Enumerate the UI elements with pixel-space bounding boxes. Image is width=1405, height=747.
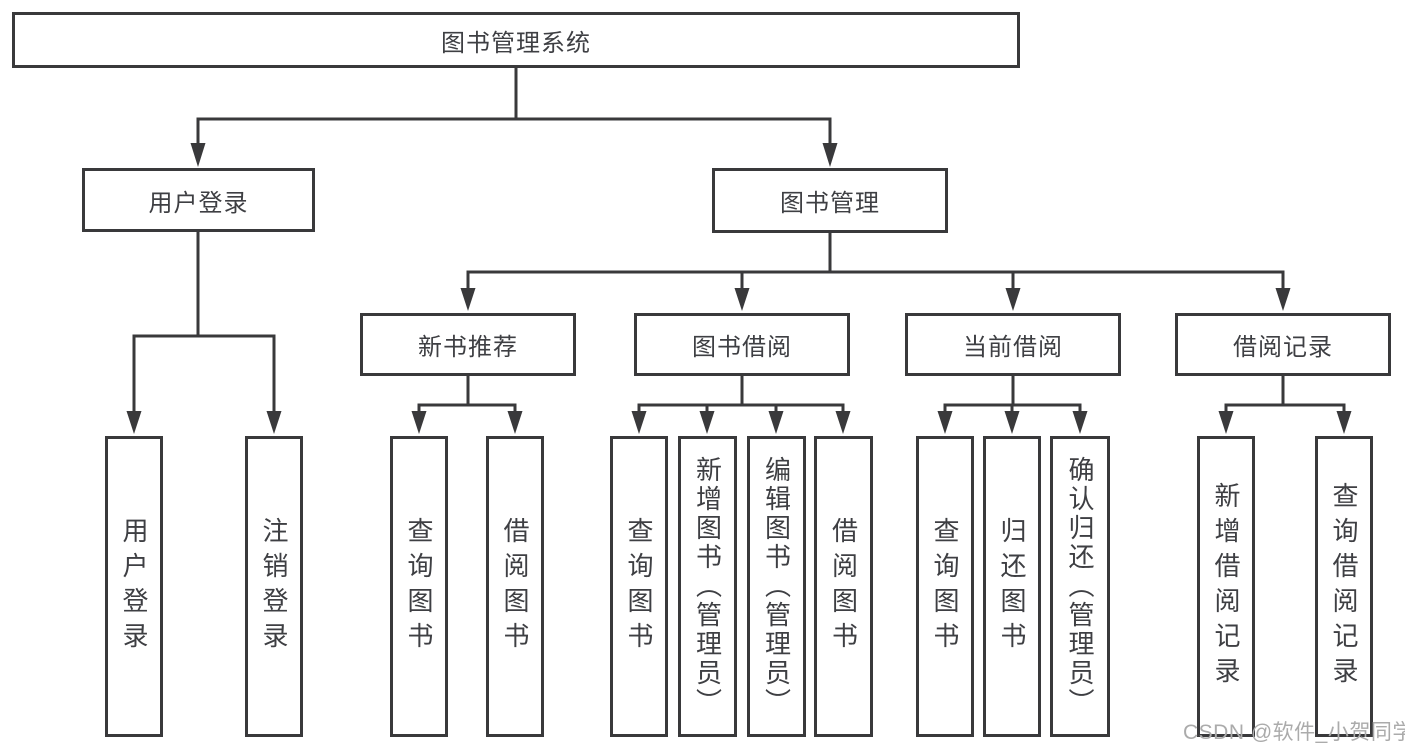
leaf-query-borrow-record: 查询借阅记录 (1315, 436, 1373, 737)
leaf-return-books: 归还图书 (983, 436, 1041, 737)
node-book-borrowing-label: 图书借阅 (692, 334, 792, 361)
leaf-borrow-books-recommend-label: 借阅图书 (500, 516, 530, 657)
leaf-confirm-return-admin-label: 确认归还（管理员） (1065, 456, 1095, 717)
leaf-query-books-recommend: 查询图书 (390, 436, 448, 737)
node-book-management: 图书管理 (712, 168, 948, 233)
leaf-logout: 注销登录 (245, 436, 303, 737)
leaf-borrow-books-borrowing-label: 借阅图书 (828, 516, 859, 657)
leaf-query-borrow-record-label: 查询借阅记录 (1329, 481, 1359, 692)
leaf-query-books-current-label: 查询图书 (930, 516, 960, 657)
leaf-return-books-label: 归还图书 (997, 516, 1027, 657)
leaf-edit-books-admin-label: 编辑图书（管理员） (761, 456, 792, 717)
node-current-borrowing-label: 当前借阅 (963, 334, 1063, 361)
node-new-book-recommendation-label: 新书推荐 (418, 334, 518, 361)
leaf-user-login: 用户登录 (105, 436, 163, 737)
leaf-query-books-recommend-label: 查询图书 (404, 516, 434, 657)
node-current-borrowing: 当前借阅 (905, 313, 1121, 376)
node-borrowing-records: 借阅记录 (1175, 313, 1391, 376)
leaf-borrow-books-borrowing: 借阅图书 (814, 436, 873, 737)
leaf-borrow-books-recommend: 借阅图书 (486, 436, 544, 737)
node-book-management-label: 图书管理 (780, 190, 880, 217)
leaf-add-books-admin: 新增图书（管理员） (678, 436, 737, 737)
arrowheads (126, 143, 1352, 434)
node-book-borrowing: 图书借阅 (634, 313, 850, 376)
leaf-edit-books-admin: 编辑图书（管理员） (747, 436, 806, 737)
node-root: 图书管理系统 (12, 12, 1020, 68)
leaf-logout-label: 注销登录 (259, 516, 289, 657)
leaf-add-books-admin-label: 新增图书（管理员） (692, 456, 723, 717)
node-new-book-recommendation: 新书推荐 (360, 313, 576, 376)
node-user-login: 用户登录 (82, 168, 315, 232)
leaf-query-books-borrowing: 查询图书 (610, 436, 668, 737)
watermark: CSDN @软件_小贺同学 (1183, 721, 1405, 744)
node-borrowing-records-label: 借阅记录 (1233, 334, 1333, 361)
leaf-confirm-return-admin: 确认归还（管理员） (1050, 436, 1110, 737)
leaf-query-books-current: 查询图书 (916, 436, 974, 737)
node-user-login-label: 用户登录 (148, 189, 249, 217)
node-root-label: 图书管理系统 (441, 29, 591, 57)
leaf-query-books-borrowing-label: 查询图书 (624, 516, 654, 657)
leaf-add-borrow-record-label: 新增借阅记录 (1211, 481, 1241, 692)
leaf-user-login-label: 用户登录 (119, 516, 149, 657)
leaf-add-borrow-record: 新增借阅记录 (1197, 436, 1255, 737)
